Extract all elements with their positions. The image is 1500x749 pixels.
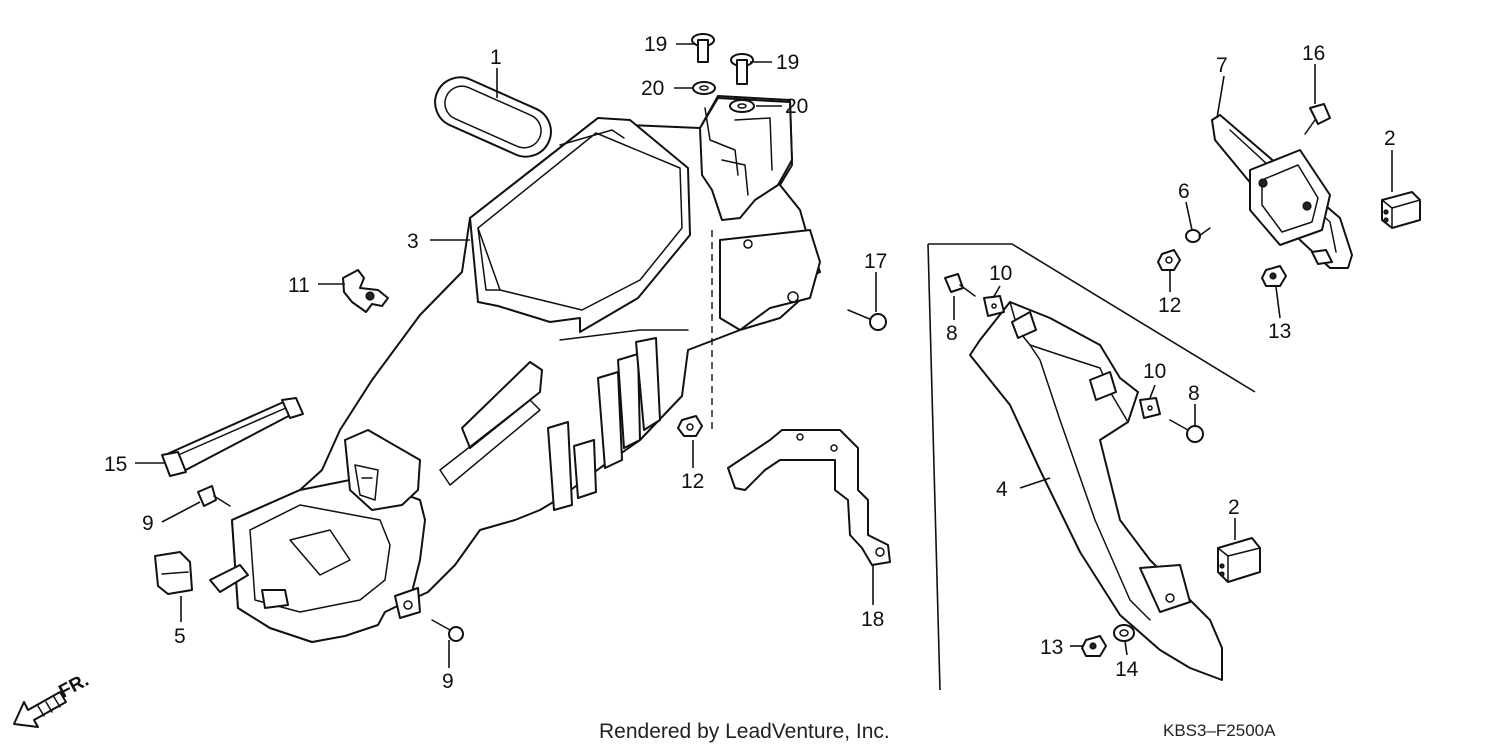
callout-7: 7 (1216, 54, 1228, 77)
callout-labels: 1 2 2 3 4 5 6 7 8 8 9 9 10 10 11 12 12 1… (104, 33, 1396, 693)
bolt-part-19-right (730, 53, 754, 85)
callout-12-center: 12 (681, 470, 704, 493)
nut-part-13-lower (1081, 635, 1107, 657)
callout-20-left: 20 (641, 77, 664, 100)
callout-20-right: 20 (785, 95, 808, 118)
callout-19-right: 19 (776, 51, 799, 74)
license-bracket-part-7 (1211, 114, 1353, 269)
washer-part-14 (1113, 624, 1135, 642)
clip-nut-part-10-upper (983, 295, 1005, 317)
seal-ring-part (434, 76, 552, 158)
diagram-code: KBS3–F2500A (1163, 721, 1276, 740)
callout-12-right: 12 (1158, 294, 1181, 317)
stay-bracket-part-18 (727, 429, 891, 566)
callout-19-left: 19 (644, 33, 667, 56)
callout-13-lower: 13 (1040, 636, 1063, 659)
bolt-part-17 (847, 309, 887, 331)
bolt-part-8-upper (944, 273, 976, 297)
rubber-band-part (161, 397, 304, 477)
footer-credit: Rendered by LeadVenture, Inc. (599, 720, 890, 743)
rear-fender-b-part (969, 301, 1223, 681)
callout-2-upper: 2 (1384, 127, 1396, 150)
callout-6: 6 (1178, 180, 1190, 203)
nut-part-12-center (677, 415, 703, 437)
callout-4: 4 (996, 478, 1008, 501)
nut-part-12-right (1157, 249, 1181, 271)
group-frame-left (927, 243, 941, 691)
washer-part-20-right (729, 99, 755, 113)
rear-fender-main-part (209, 95, 821, 643)
callout-14: 14 (1115, 658, 1139, 681)
reflector-part-2-upper (1381, 191, 1421, 229)
washer-part-20-left (692, 81, 716, 95)
leader-lines (135, 43, 1393, 668)
callout-15: 15 (104, 453, 127, 476)
front-direction-arrow-icon: FR. (13, 670, 92, 728)
bolt-part-8-right (1169, 419, 1204, 443)
bolt-part-16 (1304, 103, 1331, 135)
callout-16: 16 (1302, 42, 1325, 65)
callout-18: 18 (861, 608, 884, 631)
callout-9-lower: 9 (442, 670, 454, 693)
collar-part-6 (1185, 227, 1211, 243)
callout-9-upper: 9 (142, 512, 154, 535)
reflector-part-2-lower (1217, 537, 1261, 583)
cushion-part-5 (154, 551, 193, 595)
clip-nut-part-10-right (1139, 397, 1161, 419)
bolt-part-9-upper (197, 485, 231, 507)
callout-8-upper: 8 (946, 322, 958, 345)
callout-1: 1 (490, 46, 502, 69)
callout-10-right: 10 (1143, 360, 1166, 383)
nut-part-13-right (1261, 265, 1287, 287)
group-frame-line (928, 243, 1256, 393)
callout-13-right: 13 (1268, 320, 1291, 343)
callout-3: 3 (407, 230, 419, 253)
callout-2-lower: 2 (1228, 496, 1240, 519)
callout-5: 5 (174, 625, 186, 648)
callout-17: 17 (864, 250, 887, 273)
bolt-part-9-lower (431, 619, 464, 642)
callout-8-right: 8 (1188, 382, 1200, 405)
clip-part-11 (342, 269, 389, 313)
bolt-part-19-left (691, 33, 715, 63)
callout-11: 11 (288, 274, 310, 297)
callout-10-upper: 10 (989, 262, 1012, 285)
